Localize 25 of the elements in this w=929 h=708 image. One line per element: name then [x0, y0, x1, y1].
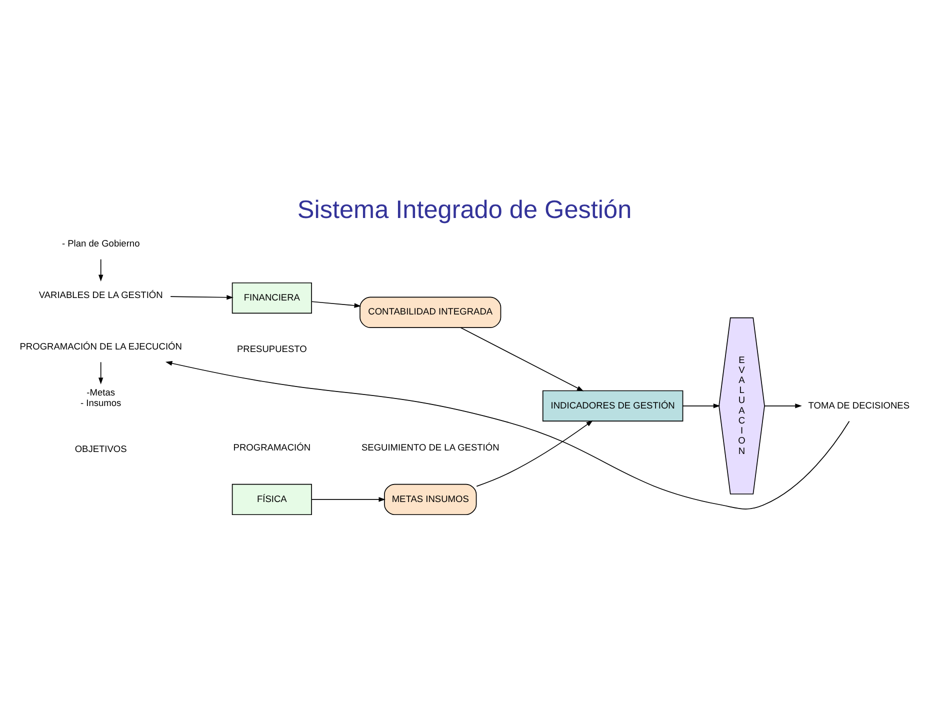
- arrow: [312, 496, 386, 502]
- node-text: TOMA DE DECISIONES: [808, 400, 910, 410]
- label: SEGUIMIENTO DE LA GESTIÓN: [361, 442, 500, 452]
- node-text: VARIABLES DE LA GESTIÓN: [38, 289, 163, 300]
- label: PRESUPUESTO: [236, 343, 307, 354]
- label: OBJETIVOS: [74, 444, 127, 454]
- arrow: [476, 420, 593, 486]
- diagram-title: Sistema Integrado de Gestión: [297, 195, 632, 224]
- label: PROGRAMACIÓN: [233, 442, 311, 452]
- arrow: [460, 326, 584, 391]
- arrow: [98, 361, 104, 384]
- node-box: FÍSICA: [232, 483, 312, 515]
- node-box: CONTABILIDAD INTEGRADA: [360, 296, 502, 328]
- node-text: - Plan de Gobierno: [62, 238, 140, 248]
- arrow: [170, 294, 234, 300]
- node-text: -Metas - Insumos: [80, 387, 122, 408]
- node-text: PROGRAMACIÓN DE LA EJECUCIÓN: [20, 340, 182, 351]
- node-box: INDICADORES DE GESTIÓN: [542, 390, 684, 421]
- node-box: METAS INSUMOS: [384, 483, 477, 515]
- arrow: [764, 403, 802, 408]
- arrow: [682, 403, 720, 408]
- arrow: [312, 300, 362, 308]
- arrow: [165, 360, 850, 509]
- arrow: [98, 258, 104, 282]
- node-box: FINANCIERA: [232, 282, 312, 314]
